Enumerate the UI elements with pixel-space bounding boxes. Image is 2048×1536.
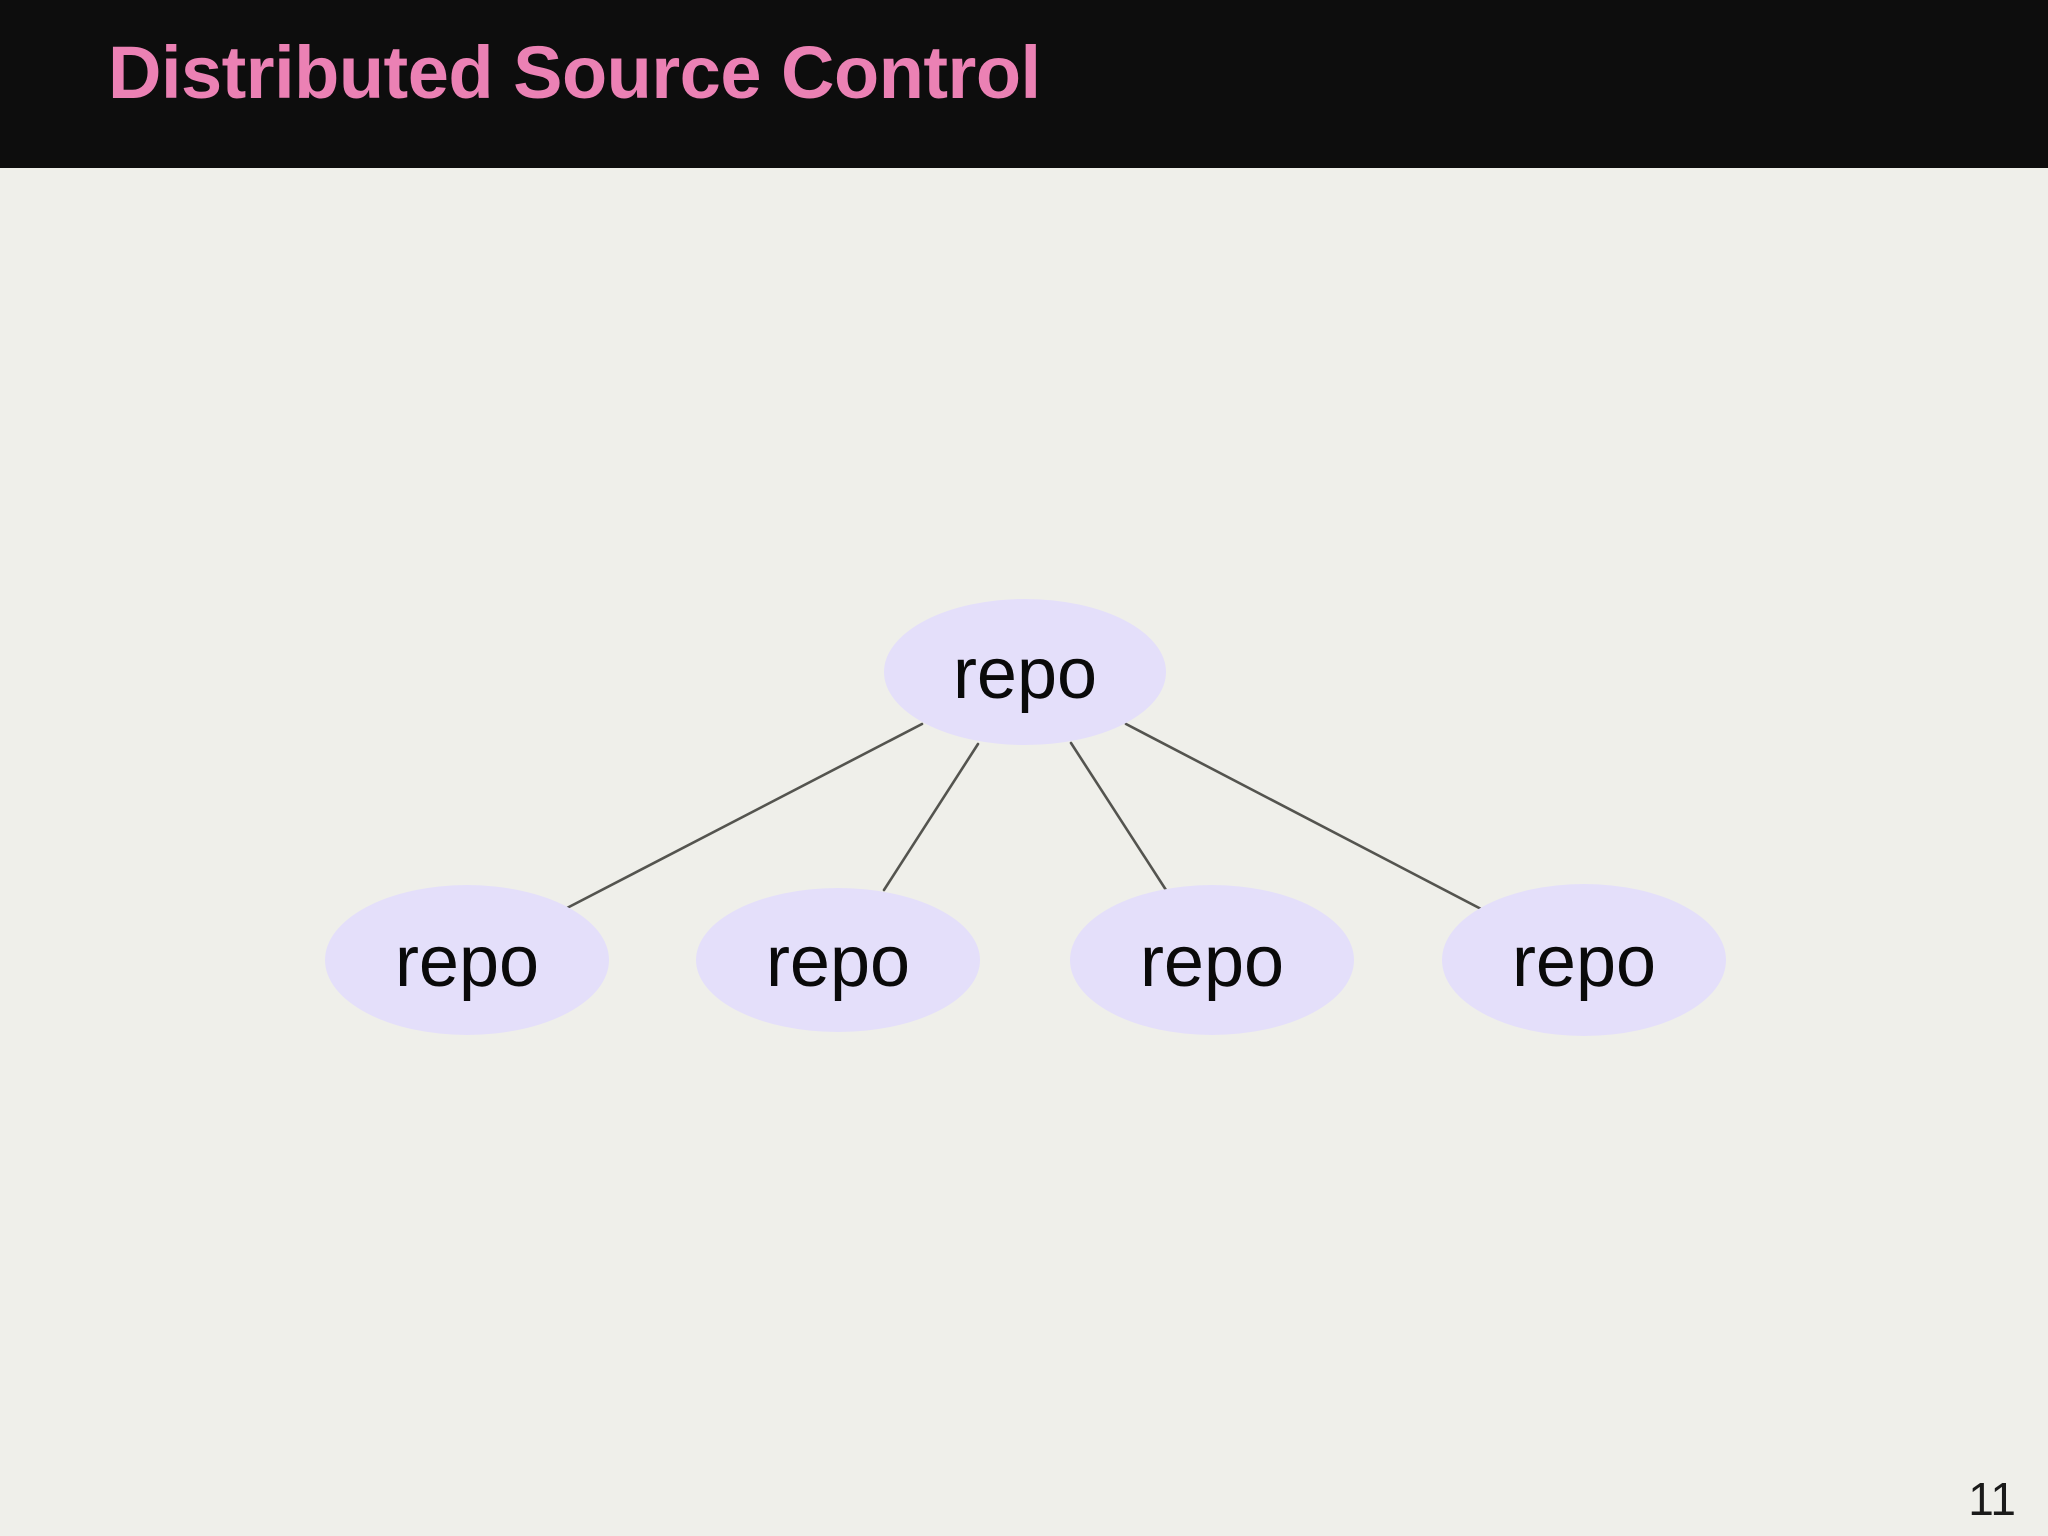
repo-node-child-1[interactable]: repo — [325, 885, 609, 1035]
repo-node-root-label: repo — [953, 634, 1097, 714]
repo-node-child-2[interactable]: repo — [696, 888, 980, 1032]
edge-connector-4 — [1124, 722, 1485, 912]
nodes-group: repo repo repo repo repo — [325, 599, 1726, 1036]
edges-group — [565, 722, 1485, 912]
repo-node-root-ellipse — [884, 599, 1166, 745]
page-title: Distributed Source Control — [108, 31, 1041, 114]
repo-node-child-3-label: repo — [1140, 922, 1284, 1002]
repo-node-child-3[interactable]: repo — [1070, 885, 1354, 1035]
repo-node-child-2-ellipse — [696, 888, 980, 1032]
repo-node-root[interactable]: repo — [884, 599, 1166, 745]
edge-connector-3 — [1069, 741, 1168, 892]
title-bar: Distributed Source Control — [0, 0, 2048, 168]
repo-node-child-4-ellipse — [1442, 884, 1726, 1036]
edge-connector-2 — [882, 742, 980, 892]
page-number: 11 — [1968, 1473, 2016, 1525]
diagram-svg: repo repo repo repo repo — [325, 599, 1726, 1036]
repo-node-child-1-label: repo — [395, 922, 539, 1002]
repo-node-child-3-ellipse — [1070, 885, 1354, 1035]
repo-node-child-4-label: repo — [1512, 922, 1656, 1002]
repo-node-child-4[interactable]: repo — [1442, 884, 1726, 1036]
repo-node-child-1-ellipse — [325, 885, 609, 1035]
repo-graph-diagram: repo repo repo repo repo — [0, 168, 2048, 1536]
repo-node-child-2-label: repo — [766, 922, 910, 1002]
edge-connector-1 — [565, 722, 924, 910]
